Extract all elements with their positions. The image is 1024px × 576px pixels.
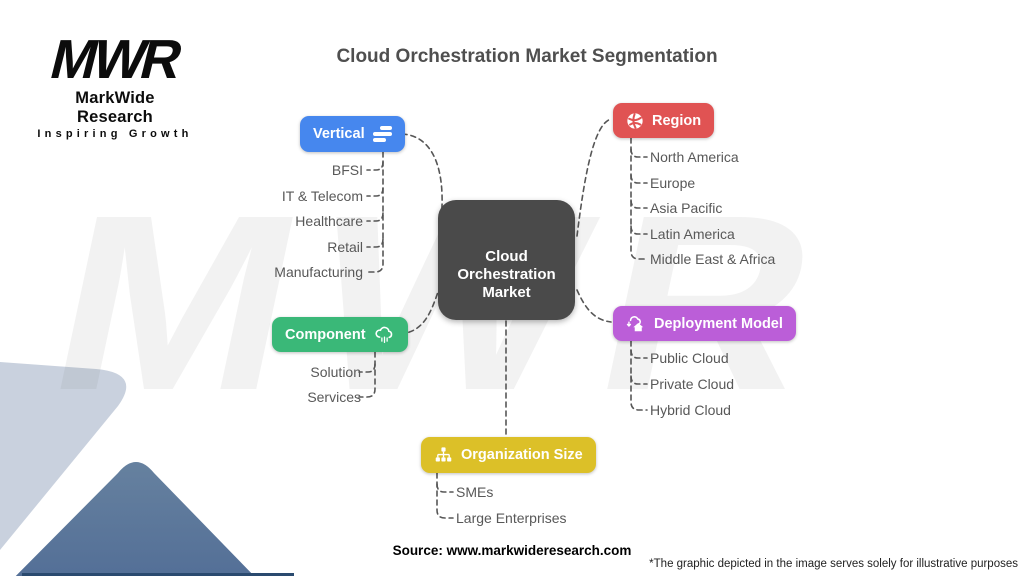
branch-item: Solution xyxy=(310,364,361,380)
branch-items-organization: SMEs Large Enterprises xyxy=(456,484,567,526)
page-title: Cloud Orchestration Market Segmentation xyxy=(336,46,718,67)
branch-label: Deployment Model xyxy=(654,315,783,332)
branch-item: Services xyxy=(307,389,361,405)
decorative-shape-dark xyxy=(15,462,255,576)
branch-item: Private Cloud xyxy=(650,376,735,392)
decorative-shape-light xyxy=(0,362,127,550)
central-node-line: Orchestration xyxy=(457,266,556,283)
branch-node-deployment: Deployment Model xyxy=(613,306,796,341)
branch-item: Healthcare xyxy=(295,213,363,230)
cloud-home-icon xyxy=(626,316,644,332)
connector-vertical-center xyxy=(401,133,443,237)
branch-items-vertical: BFSI IT & Telecom Healthcare Retail Manu… xyxy=(274,162,363,280)
branch-node-component: Component xyxy=(272,317,408,352)
branch-item: Latin America xyxy=(650,225,735,242)
branch-item: Public Cloud xyxy=(650,350,729,366)
branch-item: Manufacturing xyxy=(274,264,363,281)
list-icon xyxy=(372,126,392,142)
org-chart-icon xyxy=(435,447,452,462)
branch-node-vertical: Vertical xyxy=(300,116,405,152)
branch-items-component: Solution Services xyxy=(307,364,361,405)
source-text: Source: www.markwideresearch.com xyxy=(392,543,632,558)
branch-items-region: North America Europe Asia Pacific Latin … xyxy=(650,149,775,267)
branch-item: SMEs xyxy=(456,484,494,500)
branch-item: Asia Pacific xyxy=(650,200,723,217)
connector-component-center xyxy=(399,291,439,335)
globe-icon xyxy=(627,112,643,129)
logo-tagline: Inspiring Growth xyxy=(37,128,193,140)
connector-center-deployment xyxy=(576,289,612,323)
branch-item: Hybrid Cloud xyxy=(650,402,731,418)
branch-label: Vertical xyxy=(313,126,365,142)
branch-item: BFSI xyxy=(331,162,363,178)
branch-item: Retail xyxy=(327,238,363,255)
decorative-bottom-strip xyxy=(22,573,294,576)
branch-item: Middle East & Africa xyxy=(650,251,776,268)
central-node-line: Market xyxy=(482,284,531,301)
central-node: Cloud Orchestration Market xyxy=(438,200,575,320)
branch-node-region: Region xyxy=(613,103,715,138)
branch-item: Europe xyxy=(650,174,696,191)
connector-center-region xyxy=(576,118,612,237)
branch-label: Component xyxy=(285,326,366,343)
branch-item: IT & Telecom xyxy=(281,187,363,204)
branch-label: Region xyxy=(652,112,702,129)
central-node-line: Cloud xyxy=(485,248,528,265)
logo-company-name: MarkWide Research xyxy=(75,89,155,126)
branch-items-deployment: Public Cloud Private Cloud Hybrid Cloud xyxy=(650,350,734,418)
markwide-logo: MWR MarkWide Research Inspiring Growth xyxy=(36,28,194,140)
cloud-icon xyxy=(374,326,392,344)
branch-label: Organization Size xyxy=(461,447,583,463)
branch-item: North America xyxy=(650,149,739,165)
branch-item: Large Enterprises xyxy=(456,510,567,526)
branch-node-organization: Organization Size xyxy=(421,437,596,473)
disclaimer-text: *The graphic depicted in the image serve… xyxy=(649,558,1018,570)
